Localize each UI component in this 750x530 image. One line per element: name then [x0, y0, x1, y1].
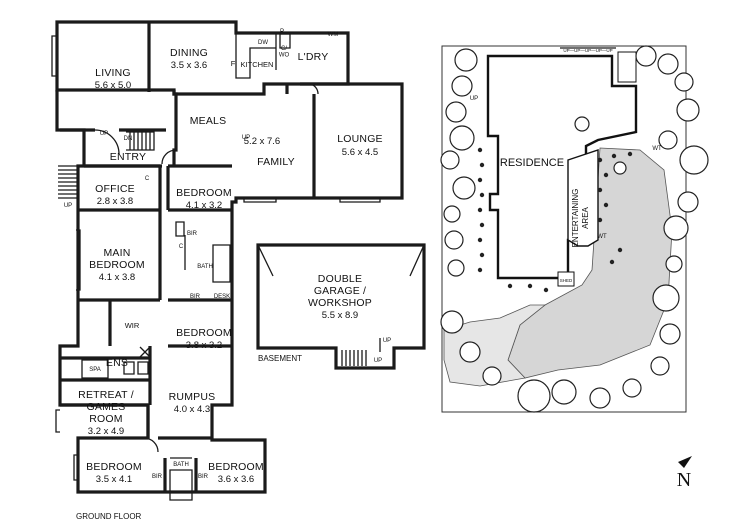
garage-walls — [256, 243, 426, 370]
ground-floor-plan: LIVING 5.6 x 5.0 DINING 3.5 x 3.6 KITCHE… — [51, 20, 404, 521]
site-plan: RESIDENCE ENTERTAINING AREA SHED UP WT W… — [440, 45, 709, 413]
up-label-garage: UP — [383, 338, 391, 344]
bedroom-top-dims: 4.1 x 3.2 — [186, 200, 222, 211]
windows — [51, 35, 381, 481]
fence-label: UP—UP—UP—UP—UP — [563, 48, 612, 53]
main-bedroom-label-2: BEDROOM — [89, 259, 145, 271]
up-label-office: UP — [64, 203, 72, 209]
garage-label-3: WORKSHOP — [308, 297, 372, 309]
up-label-entry: UP — [100, 131, 108, 137]
north-arrow-icon — [678, 456, 692, 468]
bedroom-br-dims: 3.6 x 3.6 — [218, 474, 254, 485]
lounge-label: LOUNGE — [337, 133, 383, 145]
shed-label: SHED — [560, 278, 573, 283]
office-dims: 2.8 x 3.8 — [97, 196, 133, 207]
bedroom-br-label: BEDROOM — [208, 461, 264, 473]
kitchen-bench — [235, 33, 291, 79]
retreat-label-2: GAMES — [87, 401, 126, 413]
retreat-dims: 3.2 x 4.9 — [88, 426, 124, 437]
dining-label: DINING — [170, 47, 208, 59]
retreat-label-3: ROOM — [89, 413, 122, 425]
c-label-office: C — [145, 176, 150, 182]
bath-label-mid: BATH — [197, 264, 213, 270]
bir-label-top: BIR — [187, 231, 198, 237]
dn-label-entry: DN — [124, 136, 133, 142]
office-label: OFFICE — [95, 183, 135, 195]
p-label: P — [280, 29, 284, 35]
door-swings — [94, 83, 319, 453]
basement-label: BASEMENT — [258, 354, 302, 363]
bedroom-mid-label: BEDROOM — [176, 327, 232, 339]
garage-outline — [617, 51, 637, 83]
lounge-dims: 5.6 x 4.5 — [342, 147, 378, 158]
cwo-label: C/WO — [279, 46, 290, 59]
wm-label: WM — [328, 32, 339, 38]
dw-label: DW — [258, 40, 268, 46]
bedroom-top-label: BEDROOM — [176, 187, 232, 199]
bedroom-bl-label: BEDROOM — [86, 461, 142, 473]
ground-floor-label: GROUND FLOOR — [76, 512, 142, 521]
hedges — [477, 147, 633, 293]
outer-walls — [55, 20, 350, 96]
wir-label: WIR — [125, 321, 140, 330]
desk-label: DESK — [214, 294, 230, 300]
up-label-site: UP — [470, 96, 478, 102]
bir-label-mid: BIR — [190, 294, 201, 300]
stairs-entry — [126, 131, 155, 151]
family-dims: 5.2 x 7.6 — [244, 136, 280, 147]
north-label: N — [677, 469, 691, 491]
living-dims: 5.6 x 5.0 — [95, 80, 131, 91]
f-label: F — [231, 59, 236, 68]
garage-dims: 5.5 x 8.9 — [322, 310, 358, 321]
meals-label: MEALS — [190, 115, 227, 127]
dining-dims: 3.5 x 3.6 — [171, 60, 207, 71]
bir-label-bl: BIR — [152, 474, 163, 480]
basement-plan: DOUBLE GARAGE / WORKSHOP 5.5 x 8.9 UP UP… — [256, 243, 426, 370]
basement-stairs — [341, 338, 381, 366]
bath-bottom-fixtures — [169, 457, 193, 501]
wt-label-2: WT — [597, 234, 607, 240]
living-label: LIVING — [95, 67, 131, 79]
ens-fixtures — [81, 346, 151, 379]
residence-label: RESIDENCE — [500, 157, 564, 169]
garage-label-2: GARAGE / — [314, 285, 366, 297]
wt-label-1: WT — [652, 146, 662, 152]
entertaining-outline — [567, 149, 599, 247]
rumpus-label: RUMPUS — [169, 391, 216, 403]
spa-label: SPA — [89, 367, 101, 373]
deck-area — [443, 304, 547, 387]
bedroom-mid-dims: 3.8 x 3.2 — [186, 340, 222, 351]
trees — [440, 45, 709, 413]
garage-door-lines — [257, 244, 425, 277]
main-bedroom-dims: 4.1 x 3.8 — [99, 272, 135, 283]
retreat-label-1: RETREAT / — [78, 389, 134, 401]
up-label-basement: UP — [374, 358, 382, 364]
entertaining-label-2: AREA — [581, 206, 590, 228]
laundry-label: L'DRY — [298, 51, 329, 63]
stairs-office — [58, 165, 78, 199]
entry-label: ENTRY — [110, 151, 146, 163]
bir-label-br: BIR — [198, 474, 209, 480]
up-label-family: UP — [242, 135, 250, 141]
main-bedroom-label-1: MAIN — [103, 247, 130, 259]
c-label-bath: C — [179, 244, 184, 250]
shed-outline — [557, 271, 575, 287]
ens-label: ENS — [106, 357, 128, 369]
entertaining-label-1: ENTERTAINING — [571, 189, 580, 248]
rumpus-dims: 4.0 x 4.3 — [174, 404, 210, 415]
lawn-area — [507, 147, 673, 379]
bath-fixtures — [175, 221, 231, 283]
interior-walls — [60, 22, 316, 492]
bath-label-bottom: BATH — [173, 462, 189, 468]
garage-label-1: DOUBLE — [318, 273, 362, 285]
kitchen-label: KITCHEN — [241, 60, 274, 69]
family-label: FAMILY — [257, 156, 295, 168]
bedroom-bl-dims: 3.5 x 4.1 — [96, 474, 132, 485]
north-arrow: N — [677, 456, 692, 491]
